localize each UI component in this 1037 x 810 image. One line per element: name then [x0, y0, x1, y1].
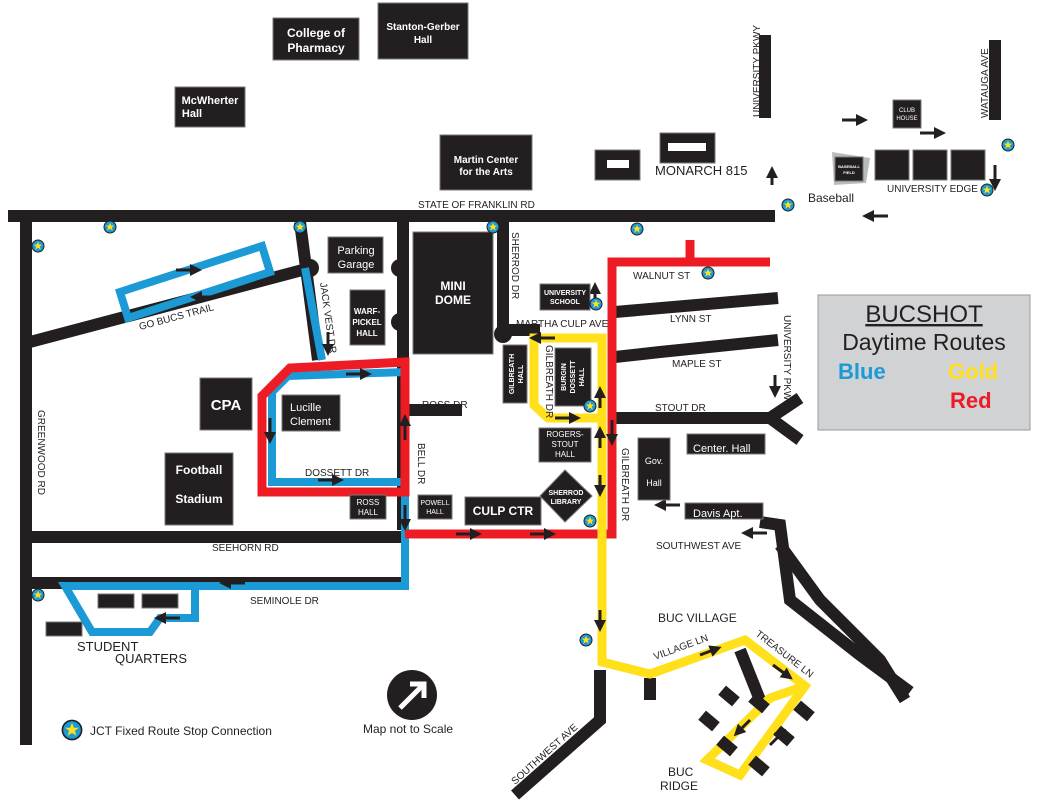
svg-text:SOUTHWEST AVE: SOUTHWEST AVE — [656, 541, 742, 552]
scale-note: Map not to Scale — [363, 670, 453, 736]
svg-text:MARTHA CULP AVE: MARTHA CULP AVE — [516, 319, 609, 330]
svg-text:Red: Red — [950, 388, 992, 413]
svg-text:Map not to Scale: Map not to Scale — [363, 722, 453, 736]
svg-text:Clement: Clement — [290, 416, 331, 428]
svg-text:SCHOOL: SCHOOL — [550, 299, 581, 306]
svg-text:CLUB: CLUB — [899, 108, 915, 114]
svg-text:for the Arts: for the Arts — [459, 167, 513, 178]
svg-text:UNIVERSITY: UNIVERSITY — [544, 290, 586, 297]
svg-text:Hall: Hall — [414, 35, 433, 46]
svg-text:HOUSE: HOUSE — [896, 116, 917, 122]
svg-text:UNIVERSITY EDGE: UNIVERSITY EDGE — [887, 184, 978, 195]
svg-text:Gov.: Gov. — [645, 456, 663, 466]
svg-text:Garage: Garage — [338, 259, 375, 271]
svg-text:SEEHORN RD: SEEHORN RD — [212, 543, 279, 554]
svg-text:GILBREATH DR: GILBREATH DR — [619, 448, 630, 521]
svg-text:ROSS: ROSS — [357, 498, 380, 507]
svg-text:CULP CTR: CULP CTR — [473, 504, 534, 518]
svg-text:CPA: CPA — [211, 397, 242, 414]
svg-text:GILBREATH: GILBREATH — [509, 354, 516, 394]
svg-text:STOUT: STOUT — [552, 440, 579, 449]
svg-text:QUARTERS: QUARTERS — [115, 651, 187, 666]
svg-text:Daytime Routes: Daytime Routes — [842, 329, 1006, 355]
svg-text:JCT Fixed Route Stop Connectio: JCT Fixed Route Stop Connection — [90, 724, 272, 738]
svg-text:BELL DR: BELL DR — [415, 443, 426, 484]
svg-text:DOSSETT DR: DOSSETT DR — [305, 468, 369, 479]
svg-text:WATAUGA AVE: WATAUGA AVE — [980, 48, 991, 118]
svg-text:BUCSHOT: BUCSHOT — [865, 301, 983, 328]
svg-text:College of: College of — [287, 26, 346, 40]
svg-text:BUC VILLAGE: BUC VILLAGE — [658, 611, 737, 625]
svg-text:Parking: Parking — [337, 245, 374, 257]
svg-text:Pharmacy: Pharmacy — [287, 41, 345, 55]
svg-text:HALL: HALL — [358, 508, 379, 517]
svg-text:HALL: HALL — [555, 450, 576, 459]
svg-text:FIELD: FIELD — [843, 170, 855, 175]
svg-text:GILBREATH DR: GILBREATH DR — [543, 345, 554, 418]
svg-text:MONARCH 815: MONARCH 815 — [655, 163, 747, 178]
route-legend: BUCSHOT Daytime Routes Blue Gold Red — [817, 294, 1031, 431]
svg-text:Hall: Hall — [182, 108, 202, 120]
svg-text:ROGERS-: ROGERS- — [546, 430, 584, 439]
svg-text:HALL: HALL — [356, 329, 377, 338]
svg-text:SHERROD: SHERROD — [548, 490, 583, 497]
svg-text:BURGIN: BURGIN — [561, 363, 568, 391]
svg-text:Lucille: Lucille — [290, 402, 321, 414]
svg-text:McWherter: McWherter — [182, 95, 240, 107]
svg-text:Stanton-Gerber: Stanton-Gerber — [386, 22, 459, 33]
svg-text:Baseball: Baseball — [808, 191, 854, 205]
svg-text:HALL: HALL — [426, 509, 444, 516]
svg-text:SHERROD DR: SHERROD DR — [509, 232, 520, 299]
svg-text:WALNUT ST: WALNUT ST — [633, 271, 690, 282]
svg-text:STOUT DR: STOUT DR — [655, 403, 706, 414]
svg-text:PICKEL: PICKEL — [352, 318, 381, 327]
svg-text:STATE OF FRANKLIN RD: STATE OF FRANKLIN RD — [418, 200, 535, 211]
svg-text:Gold: Gold — [948, 359, 998, 384]
svg-text:GREENWOOD RD: GREENWOOD RD — [35, 410, 46, 495]
svg-text:UNIVERSITY PKWY: UNIVERSITY PKWY — [752, 25, 763, 117]
svg-text:LIBRARY: LIBRARY — [551, 499, 582, 506]
svg-text:LYNN ST: LYNN ST — [670, 314, 712, 325]
svg-text:BUC: BUC — [668, 765, 694, 779]
svg-text:DOSSETT: DOSSETT — [570, 360, 577, 394]
svg-text:Center. Hall: Center. Hall — [693, 443, 750, 455]
jct-stop-icon — [61, 719, 83, 741]
svg-text:Martin Center: Martin Center — [454, 155, 519, 166]
svg-text:HALL: HALL — [518, 364, 525, 383]
svg-text:ROSS DR: ROSS DR — [422, 400, 468, 411]
svg-text:Stadium: Stadium — [175, 492, 222, 506]
svg-text:Hall: Hall — [646, 478, 662, 488]
svg-text:BASEBALL: BASEBALL — [838, 164, 860, 169]
svg-text:SEMINOLE DR: SEMINOLE DR — [250, 596, 319, 607]
jct-legend: JCT Fixed Route Stop Connection — [61, 719, 272, 741]
svg-text:Davis Apt.: Davis Apt. — [693, 508, 743, 520]
svg-text:Football: Football — [176, 463, 223, 477]
svg-text:WARF-: WARF- — [354, 307, 381, 316]
svg-text:MINI: MINI — [440, 279, 465, 293]
svg-text:HALL: HALL — [579, 367, 586, 386]
svg-text:POWELL: POWELL — [420, 500, 449, 507]
svg-text:STUDENT: STUDENT — [77, 639, 138, 654]
svg-text:Blue: Blue — [838, 359, 886, 384]
svg-text:MAPLE ST: MAPLE ST — [672, 359, 721, 370]
direction-arrows — [154, 114, 1001, 747]
svg-text:UNIVERSITY PKWY: UNIVERSITY PKWY — [781, 315, 792, 407]
svg-text:DOME: DOME — [435, 293, 471, 307]
svg-text:RIDGE: RIDGE — [660, 779, 698, 793]
